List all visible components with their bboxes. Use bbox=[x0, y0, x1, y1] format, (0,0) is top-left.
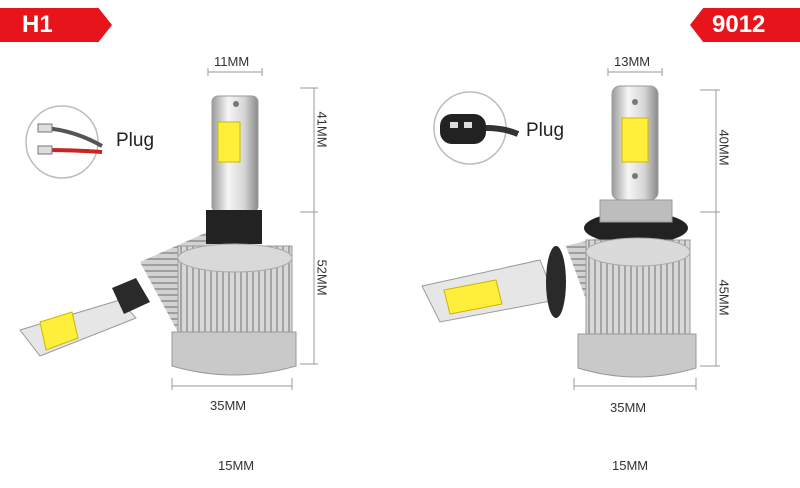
h1-plug-illustration bbox=[25, 105, 103, 179]
9012-plug-label: Plug bbox=[526, 120, 565, 141]
h1-badge: H1 bbox=[0, 8, 112, 42]
9012-bulb-standing bbox=[577, 85, 697, 378]
9012-badge-label: 9012 bbox=[712, 11, 766, 38]
h1-base-dimension: 35MM bbox=[210, 398, 247, 413]
h1-lower-dimension: 52MM bbox=[314, 259, 330, 296]
h1-top-dimension: 11MM bbox=[214, 54, 250, 69]
9012-plug-illustration bbox=[433, 91, 520, 165]
h1-bulb-standing bbox=[171, 95, 297, 376]
9012-badge: 9012 bbox=[690, 8, 800, 42]
9012-dimension-lines bbox=[573, 68, 720, 390]
h1-upper-dimension: 41MM bbox=[314, 111, 330, 148]
9012-upper-dimension: 40MM bbox=[716, 129, 732, 166]
9012-bottom-dimension: 15MM bbox=[612, 458, 649, 473]
h1-dimension-lines bbox=[171, 68, 318, 390]
9012-top-dimension: 13MM bbox=[614, 54, 651, 69]
9012-base-dimension: 35MM bbox=[610, 400, 647, 415]
h1-badge-label: H1 bbox=[22, 11, 53, 38]
9012-lower-dimension: 45MM bbox=[716, 279, 732, 316]
h1-plug-label: Plug bbox=[116, 130, 155, 151]
h1-bottom-dimension: 15MM bbox=[218, 458, 255, 473]
